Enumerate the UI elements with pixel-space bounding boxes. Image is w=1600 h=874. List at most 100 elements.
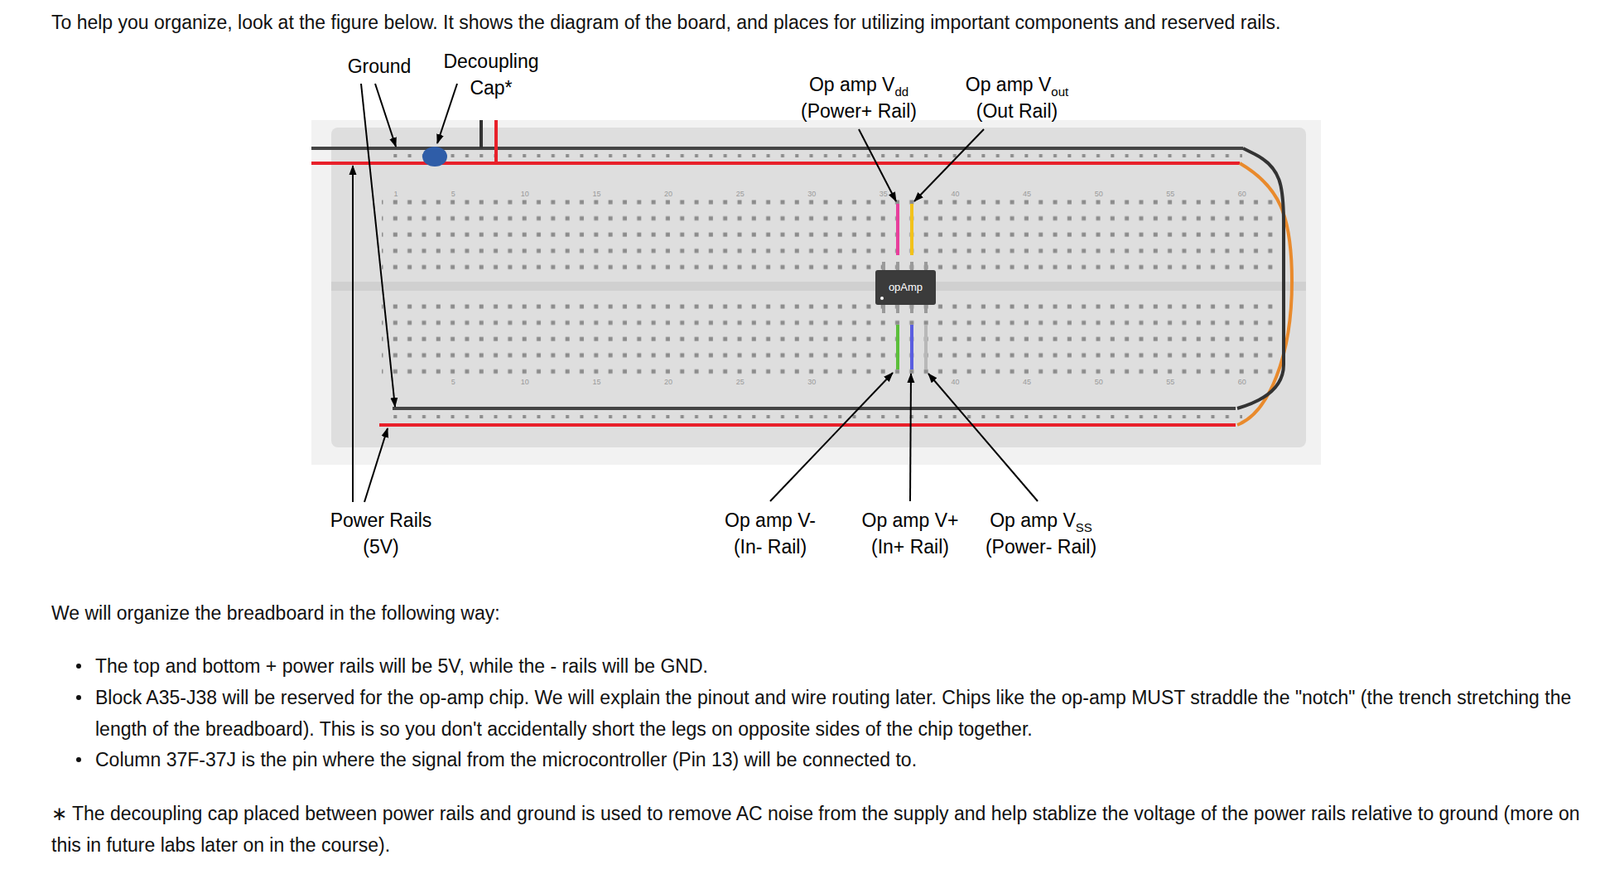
- label-text: 5: [451, 377, 456, 386]
- label-text: Op amp V: [809, 73, 896, 96]
- column-number: 15: [592, 189, 601, 199]
- callout-label: Op amp V- (In- Rail): [713, 506, 827, 560]
- label-text: 60: [1238, 189, 1247, 198]
- vout-wire: [910, 203, 914, 256]
- label-text: 20: [664, 377, 673, 386]
- footnote-text: ∗ The decoupling cap placed between powe…: [51, 797, 1594, 861]
- column-number: 15: [592, 377, 601, 387]
- column-number: 5: [451, 189, 456, 199]
- callout-label: (Power- Rail): [985, 533, 1097, 560]
- column-number: 10: [520, 189, 530, 199]
- callout-label: Ground: [347, 53, 412, 80]
- callout-label: Power Rails (5V): [318, 506, 444, 560]
- label-text: Op amp V: [989, 509, 1076, 531]
- bullet-text: The top and bottom + power rails will be…: [95, 650, 1593, 682]
- supply-wire: [494, 120, 498, 164]
- label-text: We will organize the breadboard in the f…: [51, 602, 501, 624]
- vss-wire: [924, 324, 928, 370]
- label-text: 60: [1238, 377, 1247, 386]
- ground-rail: [392, 406, 1236, 410]
- label-text: Op amp V- (In- Rail): [724, 509, 816, 558]
- column-number: 25: [736, 189, 745, 199]
- callout-label: Op amp Vdd: [809, 71, 909, 101]
- bullet-dot: [76, 663, 82, 669]
- column-number: 45: [1022, 189, 1032, 199]
- column-number: 20: [664, 377, 673, 387]
- label-text: To help you organize, look at the figure…: [51, 11, 1281, 34]
- callout-label: (Power+ Rail): [800, 97, 917, 125]
- column-number: 30: [807, 377, 816, 387]
- opamp-chip: opAmp: [875, 269, 936, 305]
- power-rail: [311, 161, 1240, 165]
- label-text: 40: [950, 189, 960, 198]
- label-text: 10: [520, 189, 530, 198]
- hole-grid: [381, 197, 1275, 280]
- column-number: 30: [807, 189, 816, 199]
- label-text: (Power+ Rail): [800, 100, 917, 122]
- breadboard-body: [331, 127, 1307, 448]
- intro-text: To help you organize, look at the figure…: [51, 6, 1281, 39]
- label-text: 30: [807, 377, 816, 386]
- label-text: 55: [1166, 377, 1175, 386]
- subscript: out: [1050, 84, 1069, 99]
- callout-label: Op amp V+ (In+ Rail): [851, 506, 969, 560]
- label-text: Decoupling Cap*: [443, 50, 539, 99]
- body-text: We will organize the breadboard in the f…: [51, 597, 501, 629]
- leader-lines: [352, 83, 1038, 502]
- label-text: 50: [1094, 377, 1104, 386]
- column-number: 50: [1094, 377, 1104, 387]
- bullet-dot: [76, 756, 82, 762]
- column-number: 50: [1094, 189, 1104, 199]
- label-text: 10: [520, 377, 530, 386]
- label-text: Block A35-J38 will be reserved for the o…: [95, 686, 1572, 740]
- label-text: 25: [736, 377, 745, 386]
- label-text: 35: [879, 189, 888, 198]
- column-number: 5: [451, 377, 456, 387]
- column-number: 10: [520, 377, 530, 387]
- bullet-dot: [76, 694, 82, 700]
- label-text: 45: [1022, 377, 1032, 386]
- callout-label: Op amp VSS: [989, 506, 1093, 536]
- label-text: Column 37F-37J is the pin where the sign…: [95, 748, 917, 771]
- label-text: (Power- Rail): [985, 535, 1097, 558]
- chip-label: opAmp: [888, 280, 923, 294]
- label-text: 5: [451, 189, 456, 198]
- label-text: 15: [592, 189, 601, 198]
- hole-grid: [381, 302, 1275, 376]
- label-text: 45: [1022, 189, 1032, 198]
- column-number: 55: [1166, 377, 1175, 387]
- label-text: Op amp V+ (In+ Rail): [862, 509, 960, 558]
- label-text: 25: [736, 189, 745, 198]
- label-text: Ground: [347, 55, 412, 78]
- capacitor-symbol: [422, 146, 448, 167]
- bullet-text: Column 37F-37J is the pin where the sign…: [95, 743, 1593, 776]
- subscript: SS: [1075, 520, 1093, 535]
- column-number: 60: [1238, 189, 1247, 199]
- supply-wire: [479, 120, 483, 149]
- label-text: The top and bottom + power rails will be…: [95, 655, 709, 677]
- breadboard-notch: [331, 281, 1307, 291]
- label-text: Power Rails (5V): [330, 509, 433, 558]
- column-number: 35: [879, 189, 888, 199]
- vplus-wire: [910, 324, 914, 370]
- vminus-wire: [896, 324, 900, 370]
- label-text: Op amp V: [965, 73, 1052, 96]
- callout-label: Decoupling Cap*: [428, 48, 554, 102]
- vdd-wire: [896, 203, 900, 256]
- label-text: 40: [950, 377, 960, 386]
- column-number: 1: [393, 189, 398, 199]
- rail-holes: [389, 413, 1243, 420]
- label-text: 1: [393, 189, 398, 198]
- rail-holes: [389, 152, 1243, 160]
- column-number: 60: [1238, 377, 1247, 387]
- label-text: 50: [1094, 189, 1104, 198]
- label-text: ∗ The decoupling cap placed between powe…: [51, 802, 1581, 856]
- column-number: 40: [950, 377, 960, 387]
- jumper-wire: [1237, 148, 1284, 409]
- subscript: dd: [894, 84, 909, 99]
- column-number: 20: [664, 189, 673, 199]
- power-rail: [379, 423, 1236, 427]
- callout-label: Op amp Vout: [965, 71, 1069, 101]
